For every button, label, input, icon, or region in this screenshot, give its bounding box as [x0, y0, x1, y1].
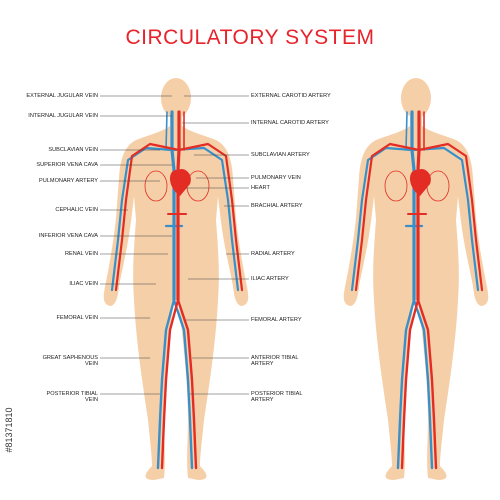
- arm-vein-left: [110, 146, 174, 292]
- jugular-vein: [405, 111, 408, 151]
- heart: [170, 168, 191, 196]
- label-left-2: SUBCLAVIAN VEIN: [48, 147, 98, 153]
- vena-cava: [410, 110, 416, 302]
- lung-left: [384, 170, 408, 202]
- label-left-1: INTERNAL JUGULAR VEIN: [28, 113, 98, 119]
- label-left-4: PULMONARY ARTERY: [39, 178, 98, 184]
- arm-artery-left: [114, 142, 181, 292]
- head: [401, 78, 431, 118]
- vena-cava: [170, 110, 176, 302]
- label-left-0: EXTERNAL JUGULAR VEIN: [26, 93, 98, 99]
- label-right-4: HEART: [251, 185, 270, 191]
- label-left-5: CEPHALIC VEIN: [55, 207, 98, 213]
- label-right-7: ILIAC ARTERY: [251, 276, 289, 282]
- label-left-8: ILIAC VEIN: [69, 281, 98, 287]
- body-silhouette: [103, 114, 249, 480]
- femoral-artery-left: [160, 298, 180, 470]
- label-right-6: RADIAL ARTERY: [251, 251, 295, 257]
- body-silhouette: [343, 114, 489, 480]
- label-right-3: PULMONARY VEIN: [251, 175, 301, 181]
- femoral-vein-left: [156, 298, 176, 470]
- heart: [410, 168, 431, 196]
- figure-unlabeled: [343, 78, 489, 480]
- femoral-vein-right: [412, 298, 434, 470]
- femoral-vein-right: [172, 298, 194, 470]
- arm-artery-right: [417, 142, 484, 292]
- label-right-0: EXTERNAL CAROTID ARTERY: [251, 93, 331, 99]
- label-left-6: INFERIOR VENA CAVA: [38, 233, 98, 239]
- label-right-5: BRACHIAL ARTERY: [251, 203, 303, 209]
- femoral-artery-left: [400, 298, 420, 470]
- arm-artery-left: [354, 142, 421, 292]
- figure-labeled: [103, 78, 249, 480]
- femoral-artery-right: [176, 298, 198, 470]
- label-right-2: SUBCLAVIAN ARTERY: [251, 152, 310, 158]
- femoral-artery-right: [416, 298, 438, 470]
- stock-id: #81371810: [2, 368, 16, 492]
- aorta: [416, 110, 421, 302]
- aorta: [176, 110, 181, 302]
- label-left-3: SUPERIOR VENA CAVA: [36, 162, 98, 168]
- stock-id-text: #81371810: [4, 407, 14, 453]
- label-right-1: INTERNAL CAROTID ARTERY: [251, 120, 329, 126]
- label-left-7: RENAL VEIN: [64, 251, 98, 257]
- femoral-vein-left: [396, 298, 416, 470]
- arm-vein-right: [170, 146, 240, 292]
- page-title: CIRCULATORY SYSTEM: [125, 26, 375, 49]
- arm-vein-left: [350, 146, 414, 292]
- jugular-vein: [165, 111, 168, 151]
- lung-left: [144, 170, 168, 202]
- head: [161, 78, 191, 118]
- arm-vein-right: [410, 146, 480, 292]
- label-left-9: FEMORAL VEIN: [56, 315, 98, 321]
- label-right-8: FEMORAL ARTERY: [251, 317, 302, 323]
